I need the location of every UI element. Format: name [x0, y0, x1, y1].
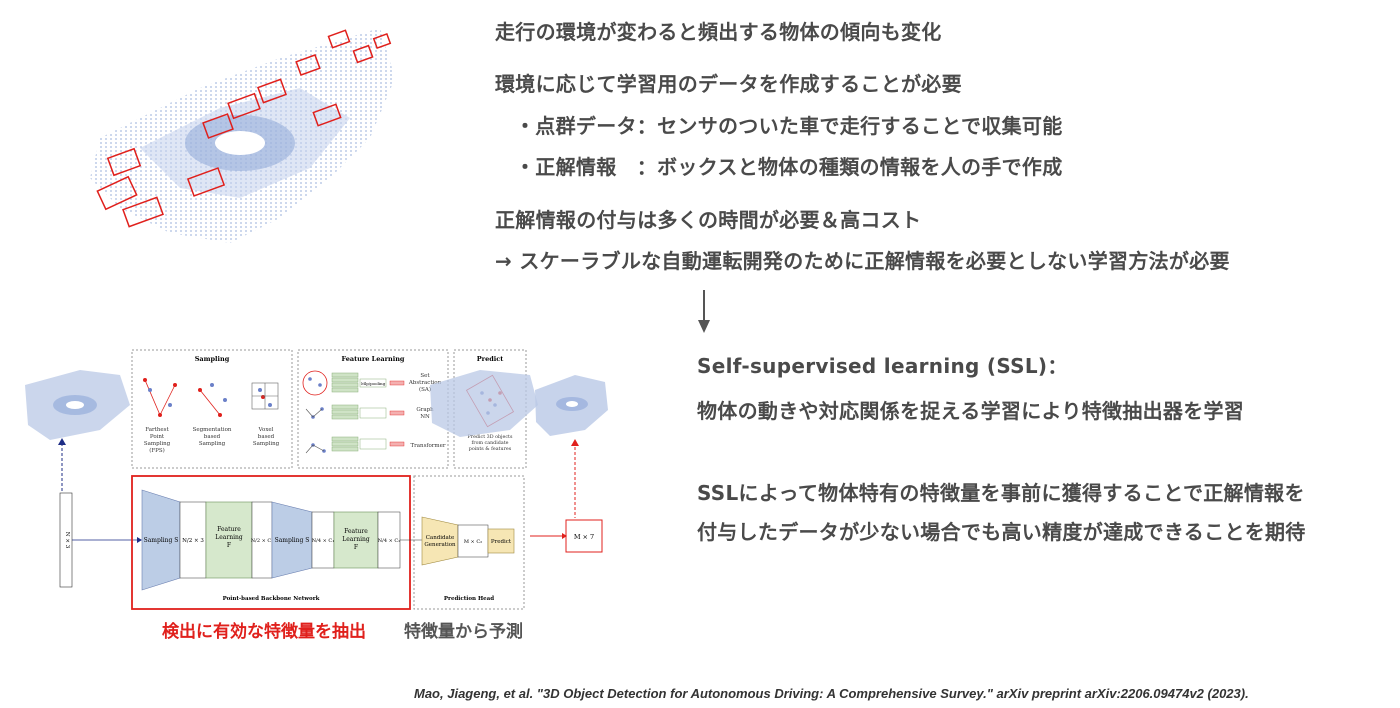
- voxel-line-3: Sampling: [253, 441, 280, 447]
- backbone-label: Point-based Backbone Network: [223, 596, 320, 602]
- ssl-title: Self-supervised learning (SSL)：: [697, 354, 1068, 378]
- n2x3-label: N/2 × 3: [182, 538, 204, 544]
- voxel-line-1: Voxel: [258, 427, 274, 433]
- n4c1-label: N/4 × C₁: [312, 538, 334, 544]
- output-section: M × 7: [530, 375, 608, 553]
- text-env-change: 走行の環境が変わると頻出する物体の傾向も変化: [495, 20, 942, 44]
- feature-f1-line-2: Learning: [215, 534, 243, 541]
- feature-f2-line-3: F: [354, 544, 358, 551]
- feature-f1-line-3: F: [227, 542, 231, 549]
- ssl-expectation-2: 付与したデータが少ない場合でも高い精度が達成できることを期待: [697, 520, 1306, 544]
- sa-line-1: Set: [420, 373, 430, 379]
- feature-f2-line-1: Feature: [344, 528, 368, 535]
- prediction-head-label: Prediction Head: [444, 596, 494, 602]
- backbone-highlight-box: [131, 475, 411, 610]
- ssl-description: 物体の動きや対応関係を捉える学習により特徴抽出器を学習: [697, 399, 1245, 423]
- predict-desc-2: from candidate: [472, 440, 509, 446]
- feature-f1-line-1: Feature: [217, 526, 241, 533]
- bullet-point-cloud: ・点群データ：センサのついた車で走行することで収集可能: [515, 114, 1063, 138]
- fps-line-1: Farthest: [145, 427, 169, 433]
- seg-line-2: based: [204, 434, 221, 440]
- predict-title: Predict: [477, 355, 503, 363]
- sampling-s-2: Sampling S: [275, 537, 310, 544]
- point-cloud-image: [90, 28, 395, 243]
- ssl-expectation-1: SSLによって物体特有の特徴量を事前に獲得することで正解情報を: [697, 481, 1305, 505]
- n4c2-label: N/4 × C₂: [378, 538, 400, 544]
- seg-line-3: Sampling: [199, 441, 226, 447]
- architecture-diagram: Sampling Farthest Point Sampling (FPS) S…: [25, 349, 538, 610]
- input-point-cloud-image: [25, 370, 130, 440]
- fps-line-4: (FPS): [149, 447, 165, 454]
- graph-line-2: NN: [420, 414, 430, 420]
- citation: Mao, Jiageng, et al. "3D Object Detectio…: [414, 686, 1249, 701]
- transformer-label: Transformer: [410, 443, 445, 449]
- seg-line-1: Segmentation: [193, 427, 232, 433]
- input-size-label: N × 3: [64, 532, 70, 549]
- feature-f2-line-2: Learning: [342, 536, 370, 543]
- caption-feature-extract: 検出に有効な特徴量を抽出: [162, 622, 366, 642]
- output-point-cloud-image: [430, 370, 538, 437]
- candidate-line-1: Candidate: [426, 535, 455, 541]
- down-arrow-icon: [698, 290, 710, 333]
- sa-line-3: (SA): [419, 386, 431, 393]
- voxel-line-2: based: [258, 434, 275, 440]
- text-scalable-need: → スケーラブルな自動運転開発のために正解情報を必要としない学習方法が必要: [495, 249, 1230, 273]
- predict-block-label: Predict: [491, 539, 512, 545]
- sampling-s-1: Sampling S: [144, 537, 179, 544]
- caption-predict-from-features: 特徴量から予測: [404, 622, 523, 642]
- text-high-cost: 正解情報の付与は多くの時間が必要＆高コスト: [495, 208, 922, 232]
- candidate-line-2: Generation: [424, 542, 456, 548]
- mlp-pooling-label: Mlp/pooling: [361, 381, 386, 386]
- predict-desc-3: points & features: [469, 446, 512, 452]
- bullet-ground-truth: ・正解情報 ：ボックスと物体の種類の情報を人の手で作成: [515, 155, 1063, 179]
- n2c1-label: N/2 × C₁: [251, 538, 273, 544]
- sa-line-2: Abstraction: [408, 380, 442, 386]
- graph-line-1: Graph: [416, 407, 434, 413]
- text-data-needed: 環境に応じて学習用のデータを作成することが必要: [495, 72, 962, 96]
- sampling-title: Sampling: [195, 355, 230, 363]
- feature-learning-title: Feature Learning: [342, 355, 405, 363]
- output-size-label: M × 7: [574, 533, 594, 541]
- mc2-label: M × C₂: [464, 539, 482, 545]
- fps-line-3: Sampling: [144, 441, 171, 447]
- fps-line-2: Point: [150, 434, 165, 440]
- predict-desc-1: Predict 3D objects: [468, 434, 513, 440]
